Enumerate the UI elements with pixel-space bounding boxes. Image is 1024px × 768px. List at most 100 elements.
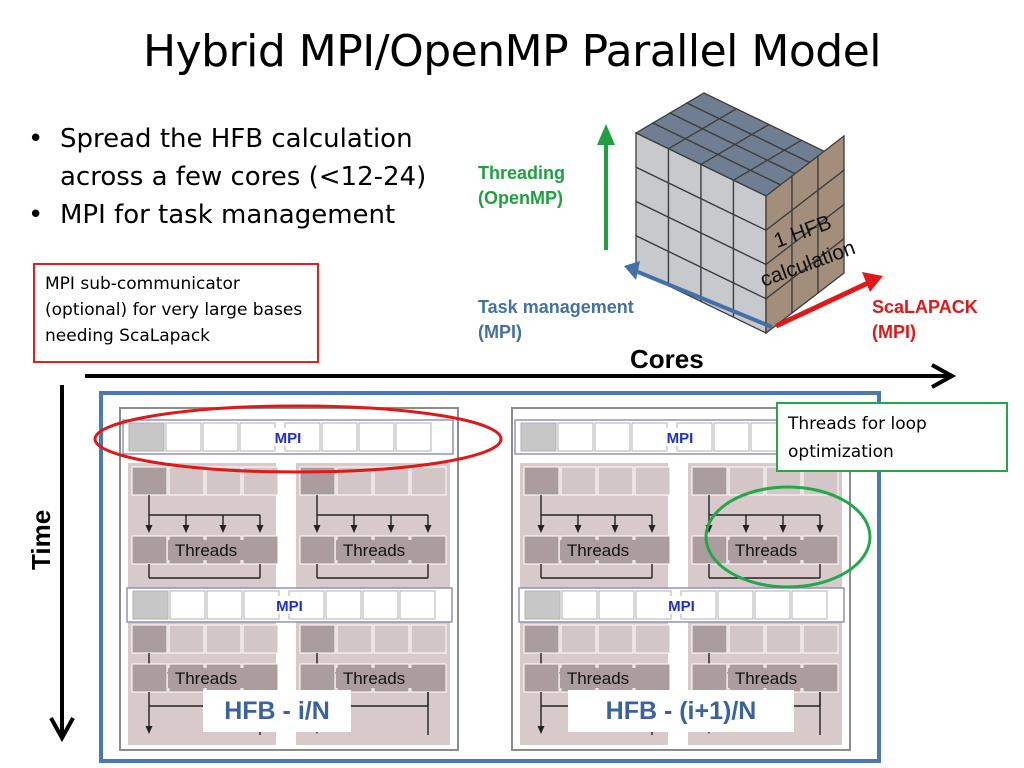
- threads-label-bg: [728, 668, 804, 688]
- mpi-cell: [594, 422, 631, 452]
- thread-run-cell: [131, 535, 168, 565]
- thread-arrowhead: [313, 525, 321, 533]
- process-cell: [691, 624, 728, 654]
- threads-label-bg: [336, 668, 412, 688]
- mpi-label: MPI: [668, 598, 695, 615]
- mpi-cell: [754, 590, 791, 620]
- mpi-cell: [399, 590, 436, 620]
- thread-cell: [168, 624, 205, 654]
- process-cell: [299, 624, 336, 654]
- thread-arrowhead: [779, 525, 787, 533]
- threads-label-bg: [336, 540, 412, 560]
- page-title: Hybrid MPI/OpenMP Parallel Model: [143, 26, 882, 77]
- thread-arrowhead: [182, 525, 190, 533]
- thread-run-cell: [523, 535, 560, 565]
- threads-label: Threads: [735, 669, 797, 688]
- time-axis-arrow: [49, 385, 75, 743]
- thread-cell: [728, 624, 765, 654]
- mpi-sub-communicator-callout: MPI sub-communicator (optional) for very…: [33, 263, 319, 363]
- thread-run-cell: [634, 535, 671, 565]
- mpi-label-bg: [267, 596, 312, 614]
- thread-cell: [597, 624, 634, 654]
- thread-cell: [205, 624, 242, 654]
- thread-arrowhead: [611, 525, 619, 533]
- thread-cell: [765, 624, 802, 654]
- thread-run-cell: [131, 663, 168, 693]
- thread-run-cell: [242, 535, 279, 565]
- thread-arrowhead: [350, 525, 358, 533]
- threads-label-bg: [168, 540, 244, 560]
- thread-cell: [168, 466, 205, 496]
- thread-arrowhead: [387, 525, 395, 533]
- scalapack-label-line: (MPI): [872, 322, 916, 342]
- thread-arrowhead: [145, 726, 153, 734]
- threads-label-bg: [560, 540, 636, 560]
- thread-cell: [597, 466, 634, 496]
- thread-arrowhead: [145, 525, 153, 533]
- mpi-label: MPI: [276, 598, 303, 615]
- hfb-block-label-right: HFB - (i+1)/N: [568, 690, 794, 732]
- thread-arrowhead: [537, 726, 545, 734]
- task-label-line: Task management: [478, 297, 634, 317]
- hfb-outer-box: [99, 391, 881, 763]
- thread-cell: [410, 624, 447, 654]
- process-cell: [691, 466, 728, 496]
- mpi-label: MPI: [275, 430, 302, 447]
- mpi-cell: [713, 422, 750, 452]
- thread-cell: [560, 466, 597, 496]
- hfb-block-label-left: HFB - i/N: [203, 690, 351, 732]
- thread-run-cell: [410, 535, 447, 565]
- threads-loop-callout: Threads for loop optimization: [776, 402, 1008, 472]
- cube-side-cell: [817, 237, 845, 295]
- thread-cell: [336, 624, 373, 654]
- threads-label: Threads: [567, 541, 629, 560]
- thread-run-cell: [410, 663, 447, 693]
- thread-cell: [410, 466, 447, 496]
- bullet-item: MPI for task management: [26, 196, 456, 234]
- thread-arrowhead: [648, 525, 656, 533]
- mpi-cell: [169, 590, 206, 620]
- threads-label: Threads: [567, 669, 629, 688]
- thread-cell: [634, 466, 671, 496]
- process-cell: [131, 624, 168, 654]
- threads-label-bg: [728, 540, 804, 560]
- mpi-label: MPI: [667, 430, 694, 447]
- mpi-cell: [362, 590, 399, 620]
- mpi-cell: [206, 590, 243, 620]
- task-management-arrow: [624, 261, 773, 329]
- threads-label: Threads: [175, 541, 237, 560]
- mpi-cell: [165, 422, 202, 452]
- threading-arrow: [597, 124, 615, 250]
- thread-arrowhead: [574, 525, 582, 533]
- task-management-label: Task management (MPI): [478, 295, 634, 345]
- threads-label-bg: [560, 668, 636, 688]
- mpi-cell: [132, 590, 169, 620]
- process-cell: [131, 466, 168, 496]
- threads-label: Threads: [735, 541, 797, 560]
- mpi-cell: [557, 422, 594, 452]
- mpi-sub-communicator-ellipse: [93, 404, 503, 474]
- mpi-label-bg: [659, 596, 704, 614]
- thread-run-cell: [523, 663, 560, 693]
- process-cell: [523, 624, 560, 654]
- threading-label-line: (OpenMP): [478, 188, 563, 208]
- thread-run-cell: [242, 663, 279, 693]
- bullet-list: Spread the HFB calculation across a few …: [26, 120, 456, 234]
- thread-arrowhead: [816, 525, 824, 533]
- mpi-label-bg: [266, 428, 310, 446]
- threading-openmp-label: Threading (OpenMP): [478, 161, 565, 211]
- mpi-cell: [358, 422, 395, 452]
- cores-axis-arrow: [85, 363, 957, 389]
- mpi-cell: [561, 590, 598, 620]
- threads-label: Threads: [343, 669, 405, 688]
- threads-label-bg: [168, 668, 244, 688]
- mpi-cell: [520, 422, 557, 452]
- thread-arrowhead: [537, 525, 545, 533]
- mpi-cell: [128, 422, 165, 452]
- cores-axis-label: Cores: [630, 344, 704, 374]
- mpi-cell: [202, 422, 239, 452]
- thread-arrowhead: [219, 525, 227, 533]
- mpi-cell: [395, 422, 432, 452]
